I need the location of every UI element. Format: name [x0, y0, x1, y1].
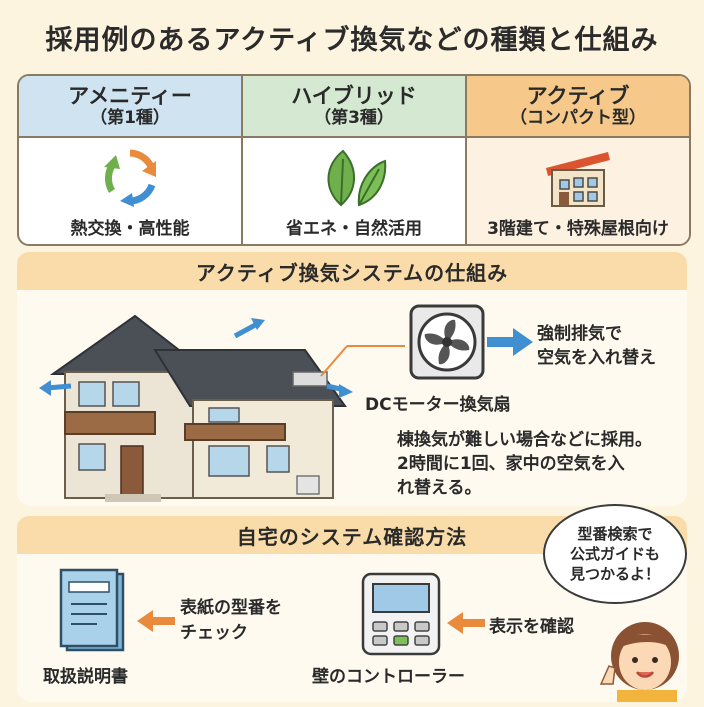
type-card-active: アクティブ （コンパクト型） 3階建て・特殊屋根向け [467, 76, 689, 244]
type-card-header: ハイブリッド （第3種） [243, 76, 465, 138]
manual-hint-line: 表紙の型番を [180, 598, 282, 618]
left-arrow-icon [447, 612, 485, 638]
manual-book-icon [57, 568, 127, 658]
section-title: アクティブ換気システムの仕組み [17, 252, 687, 290]
description-line: 棟換気が難しい場合などに採用。 [397, 430, 652, 450]
left-arrow-icon [137, 610, 175, 636]
exhaust-arrow-icon [487, 328, 533, 360]
callout-line [317, 340, 407, 384]
recycle-arrows-icon [19, 144, 241, 210]
manual-hint-line: チェック [180, 623, 248, 643]
description-line: 2時間に1回、家中の空気を入 [397, 454, 625, 474]
type-feature: 省エネ・自然活用 [286, 219, 422, 239]
type-card-header: アクティブ （コンパクト型） [467, 76, 689, 138]
guide-person-icon [595, 612, 687, 706]
type-name: アメニティー [68, 83, 192, 108]
bubble-line: 見つかるよ！ [569, 565, 660, 583]
type-subtitle: （コンパクト型） [510, 107, 646, 128]
type-card-amenity: アメニティー （第1種） 熱交換・高性能 [19, 76, 243, 244]
exhaust-caption: 強制排気で 空気を入れ替え [537, 322, 656, 370]
leaves-icon [243, 144, 465, 210]
description-line: れ替える。 [397, 478, 482, 498]
house-illustration [35, 296, 355, 510]
type-name: ハイブリッド [291, 83, 417, 108]
type-feature: 熱交換・高性能 [70, 219, 190, 239]
manual-label: 取扱説明書 [43, 667, 128, 687]
manual-hint: 表紙の型番を チェック [180, 596, 282, 646]
controller-label: 壁のコントローラー [312, 667, 465, 687]
page-title: 採用例のあるアクティブ換気などの種類と仕組み [45, 25, 659, 56]
exhaust-caption-line: 空気を入れ替え [537, 348, 656, 368]
bubble-line: 型番検索で [577, 525, 653, 543]
mechanism-description: 棟換気が難しい場合などに採用。 2時間に1回、家中の空気を入 れ替える。 [397, 428, 652, 500]
exhaust-caption-line: 強制排気で [537, 324, 622, 344]
type-card-hybrid: ハイブリッド （第3種） 省エネ・自然活用 [243, 76, 467, 244]
type-name: アクティブ [526, 83, 630, 108]
type-card-header: アメニティー （第1種） [19, 76, 241, 138]
wall-controller-icon [361, 572, 441, 660]
type-subtitle: （第1種） [90, 107, 170, 128]
speech-bubble: 型番検索で 公式ガイドも 見つかるよ！ [543, 504, 687, 604]
bubble-line: 公式ガイドも [569, 545, 660, 563]
ventilation-fan-icon [409, 304, 485, 384]
mechanism-section: アクティブ換気システムの仕組み [17, 252, 687, 506]
ventilation-types-table: アメニティー （第1種） 熱交換・高性能 ハイブリッド （第3種） [17, 74, 691, 246]
fan-label: DCモーター換気扇 [365, 395, 511, 415]
small-house-icon [467, 144, 689, 210]
type-feature: 3階建て・特殊屋根向け [487, 219, 669, 239]
type-subtitle: （第3種） [314, 107, 394, 128]
controller-hint: 表示を確認 [489, 617, 574, 637]
